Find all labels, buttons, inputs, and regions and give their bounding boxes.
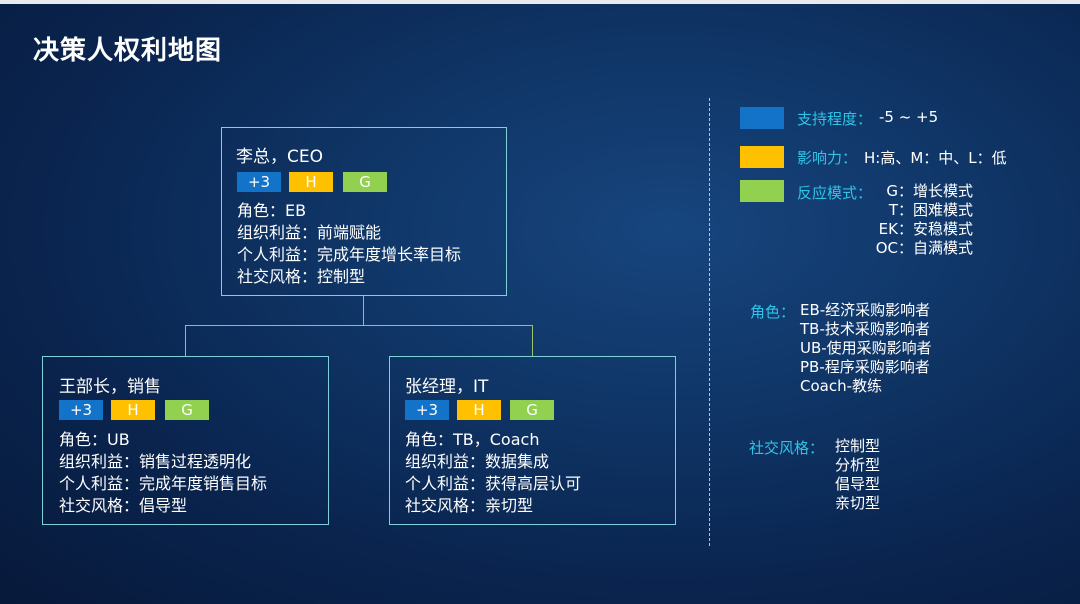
reaction-label: 反应模式：	[797, 184, 873, 202]
reaction-lines: G：增长模式 T：困难模式 EK：安稳模式 OC：自满模式	[876, 182, 973, 258]
reaction-line: T：困难模式	[888, 201, 973, 219]
support-badge: +3	[59, 400, 103, 420]
support-label: 支持程度：	[797, 110, 873, 128]
role-line: TB-技术采购影响者	[800, 320, 930, 338]
personal-interest-text: 个人利益：完成年度销售目标	[59, 474, 268, 493]
role-line: UB-使用采购影响者	[800, 339, 932, 357]
reaction-swatch	[740, 180, 784, 202]
connector-right	[532, 325, 533, 356]
role-line: Coach-教练	[800, 377, 883, 395]
influence-badge: H	[111, 400, 155, 420]
person-info: 角色：EB 组织利益：前端赋能 个人利益：完成年度增长率目标 社交风格：控制型	[237, 200, 461, 288]
connector-bar	[185, 325, 533, 326]
page-title: 决策人权利地图	[33, 36, 223, 66]
reaction-line: EK：安稳模式	[878, 220, 973, 238]
social-style-text: 社交风格：倡导型	[59, 496, 188, 515]
person-name: 李总，CEO	[236, 147, 323, 167]
support-swatch	[740, 107, 784, 129]
influence-badge: H	[457, 400, 501, 420]
reaction-badge: G	[510, 400, 554, 420]
person-card-it: 张经理，IT +3 H G 角色：TB，Coach 组织利益：数据集成 个人利益…	[389, 356, 676, 525]
social-style-text: 社交风格：亲切型	[405, 496, 534, 515]
org-interest-text: 组织利益：数据集成	[405, 452, 550, 471]
style-line: 控制型	[834, 437, 880, 455]
influence-value: H:高、M：中、L：低	[864, 149, 1007, 167]
reaction-badge: G	[165, 400, 209, 420]
style-label: 社交风格：	[749, 439, 825, 457]
influence-label: 影响力：	[797, 149, 858, 167]
person-info: 角色：UB 组织利益：销售过程透明化 个人利益：完成年度销售目标 社交风格：倡导…	[59, 429, 267, 517]
social-style-text: 社交风格：控制型	[237, 267, 366, 286]
support-value: -5 ~ +5	[879, 108, 939, 126]
person-name: 张经理，IT	[405, 377, 489, 397]
style-lines: 控制型 分析型 倡导型 亲切型	[835, 437, 880, 513]
influence-badge: H	[289, 172, 333, 192]
connector-trunk	[363, 295, 364, 325]
person-info: 角色：TB，Coach 组织利益：数据集成 个人利益：获得高层认可 社交风格：亲…	[405, 429, 581, 517]
person-card-sales: 王部长，销售 +3 H G 角色：UB 组织利益：销售过程透明化 个人利益：完成…	[42, 356, 329, 525]
personal-interest-text: 个人利益：完成年度增长率目标	[237, 245, 462, 264]
influence-swatch	[740, 146, 784, 168]
style-line: 分析型	[834, 456, 880, 474]
role-line: EB-经济采购影响者	[800, 301, 931, 319]
org-interest-text: 组织利益：销售过程透明化	[59, 452, 252, 471]
support-badge: +3	[405, 400, 449, 420]
role-line: PB-程序采购影响者	[800, 358, 930, 376]
role-text: 角色：UB	[59, 430, 130, 449]
role-text: 角色：EB	[237, 201, 307, 220]
dashed-divider	[709, 98, 710, 546]
role-label: 角色：	[750, 303, 796, 321]
person-name: 王部长，销售	[59, 377, 161, 397]
connector-left	[185, 325, 186, 356]
reaction-badge: G	[343, 172, 387, 192]
reaction-line: OC：自满模式	[875, 239, 973, 257]
role-lines: EB-经济采购影响者 TB-技术采购影响者 UB-使用采购影响者 PB-程序采购…	[800, 301, 932, 396]
top-bar	[0, 0, 1080, 4]
org-interest-text: 组织利益：前端赋能	[237, 223, 382, 242]
person-card-ceo: 李总，CEO +3 H G 角色：EB 组织利益：前端赋能 个人利益：完成年度增…	[221, 127, 507, 296]
style-line: 亲切型	[834, 494, 880, 512]
support-badge: +3	[237, 172, 281, 192]
style-line: 倡导型	[834, 475, 880, 493]
reaction-line: G：增长模式	[886, 182, 973, 200]
personal-interest-text: 个人利益：获得高层认可	[405, 474, 582, 493]
role-text: 角色：TB，Coach	[405, 430, 540, 449]
